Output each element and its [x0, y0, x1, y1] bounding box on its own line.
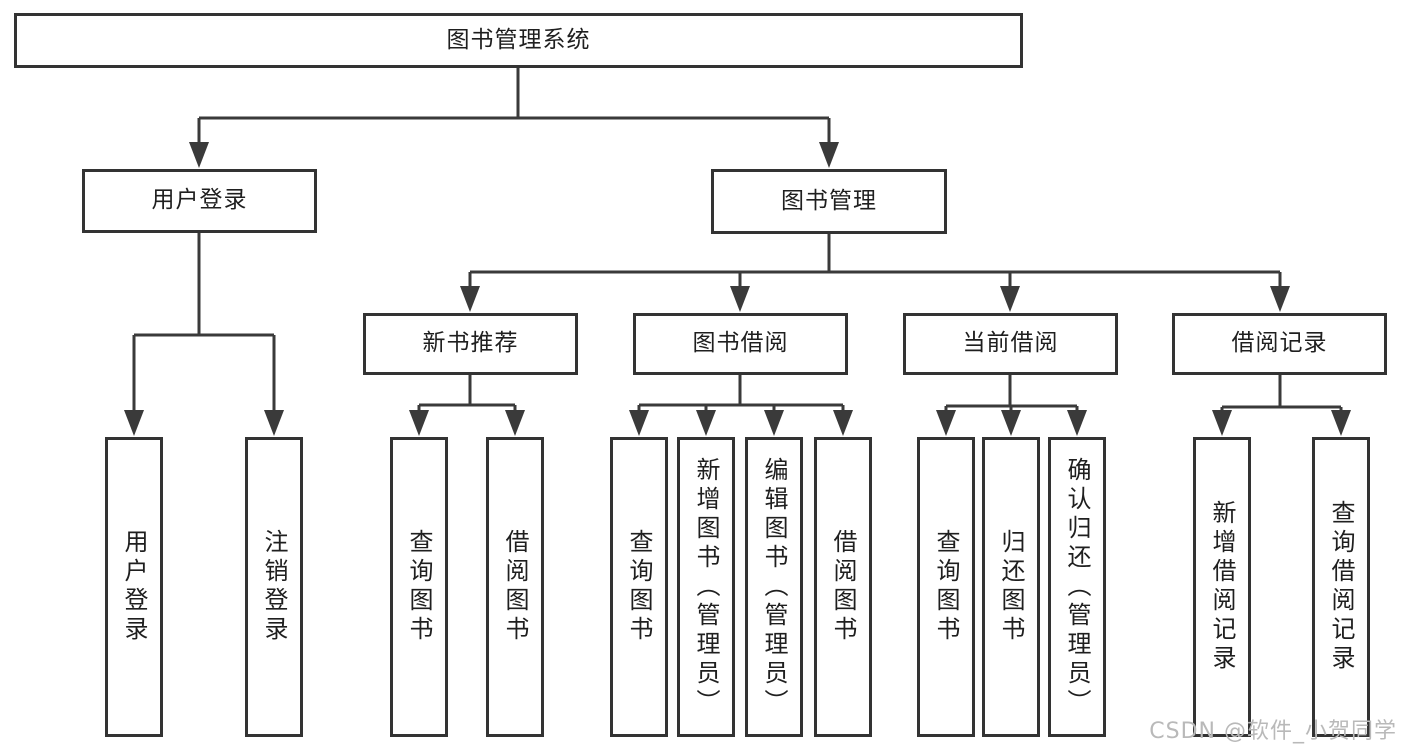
arrowhead-icon — [833, 410, 853, 436]
connector-book-management-modules — [468, 234, 1282, 292]
connector-borrow-records-leaves — [1220, 375, 1343, 416]
leaf-borrow-books-recommend: 借阅图书 — [486, 437, 544, 737]
arrowhead-icon — [124, 410, 144, 436]
connector-new-book-recommend-leaves — [417, 375, 517, 416]
node-book-borrow: 图书借阅 — [633, 313, 848, 375]
arrowhead-icon — [409, 410, 429, 436]
leaf-query-borrow-record: 查询借阅记录 — [1312, 437, 1370, 737]
connector-current-borrow-leaves — [944, 375, 1079, 416]
leaf-add-books-admin: 新增图书（管理员） — [677, 437, 735, 737]
arrowhead-icon — [629, 410, 649, 436]
arrowhead-icon — [730, 286, 750, 312]
arrowhead-icon — [1000, 286, 1020, 312]
arrowhead-icon — [1270, 286, 1290, 312]
leaf-confirm-return-admin: 确认归还（管理员） — [1048, 437, 1106, 737]
arrowhead-icon — [505, 410, 525, 436]
csdn-watermark: CSDN @软件_小贺同学 — [1149, 719, 1397, 744]
node-new-book-recommend: 新书推荐 — [363, 313, 578, 375]
connector-user-login-leaves — [132, 233, 276, 416]
arrowhead-icon — [264, 410, 284, 436]
arrowhead-icon — [1212, 410, 1232, 436]
leaf-add-borrow-record: 新增借阅记录 — [1193, 437, 1251, 737]
leaf-query-books-recommend: 查询图书 — [390, 437, 448, 737]
node-user-login: 用户登录 — [82, 169, 317, 233]
leaf-return-books: 归还图书 — [982, 437, 1040, 737]
arrowheads — [124, 142, 1351, 436]
arrowhead-icon — [696, 410, 716, 436]
arrowhead-icon — [1331, 410, 1351, 436]
arrowhead-icon — [764, 410, 784, 436]
arrowhead-icon — [936, 410, 956, 436]
leaf-logout: 注销登录 — [245, 437, 303, 737]
leaf-query-books-borrow: 查询图书 — [610, 437, 668, 737]
leaf-edit-books-admin: 编辑图书（管理员） — [745, 437, 803, 737]
arrowhead-icon — [819, 142, 839, 168]
arrowhead-icon — [1001, 410, 1021, 436]
arrowhead-icon — [460, 286, 480, 312]
leaf-user-login: 用户登录 — [105, 437, 163, 737]
arrowhead-icon — [1067, 410, 1087, 436]
connector-root-branches — [197, 68, 831, 146]
node-book-management: 图书管理 — [711, 169, 947, 234]
leaf-borrow-books: 借阅图书 — [814, 437, 872, 737]
node-root-system: 图书管理系统 — [14, 13, 1023, 68]
connector-book-borrow-leaves — [637, 375, 845, 416]
node-borrow-records: 借阅记录 — [1172, 313, 1387, 375]
leaf-query-books-current: 查询图书 — [917, 437, 975, 737]
arrowhead-icon — [189, 142, 209, 168]
node-current-borrow: 当前借阅 — [903, 313, 1118, 375]
